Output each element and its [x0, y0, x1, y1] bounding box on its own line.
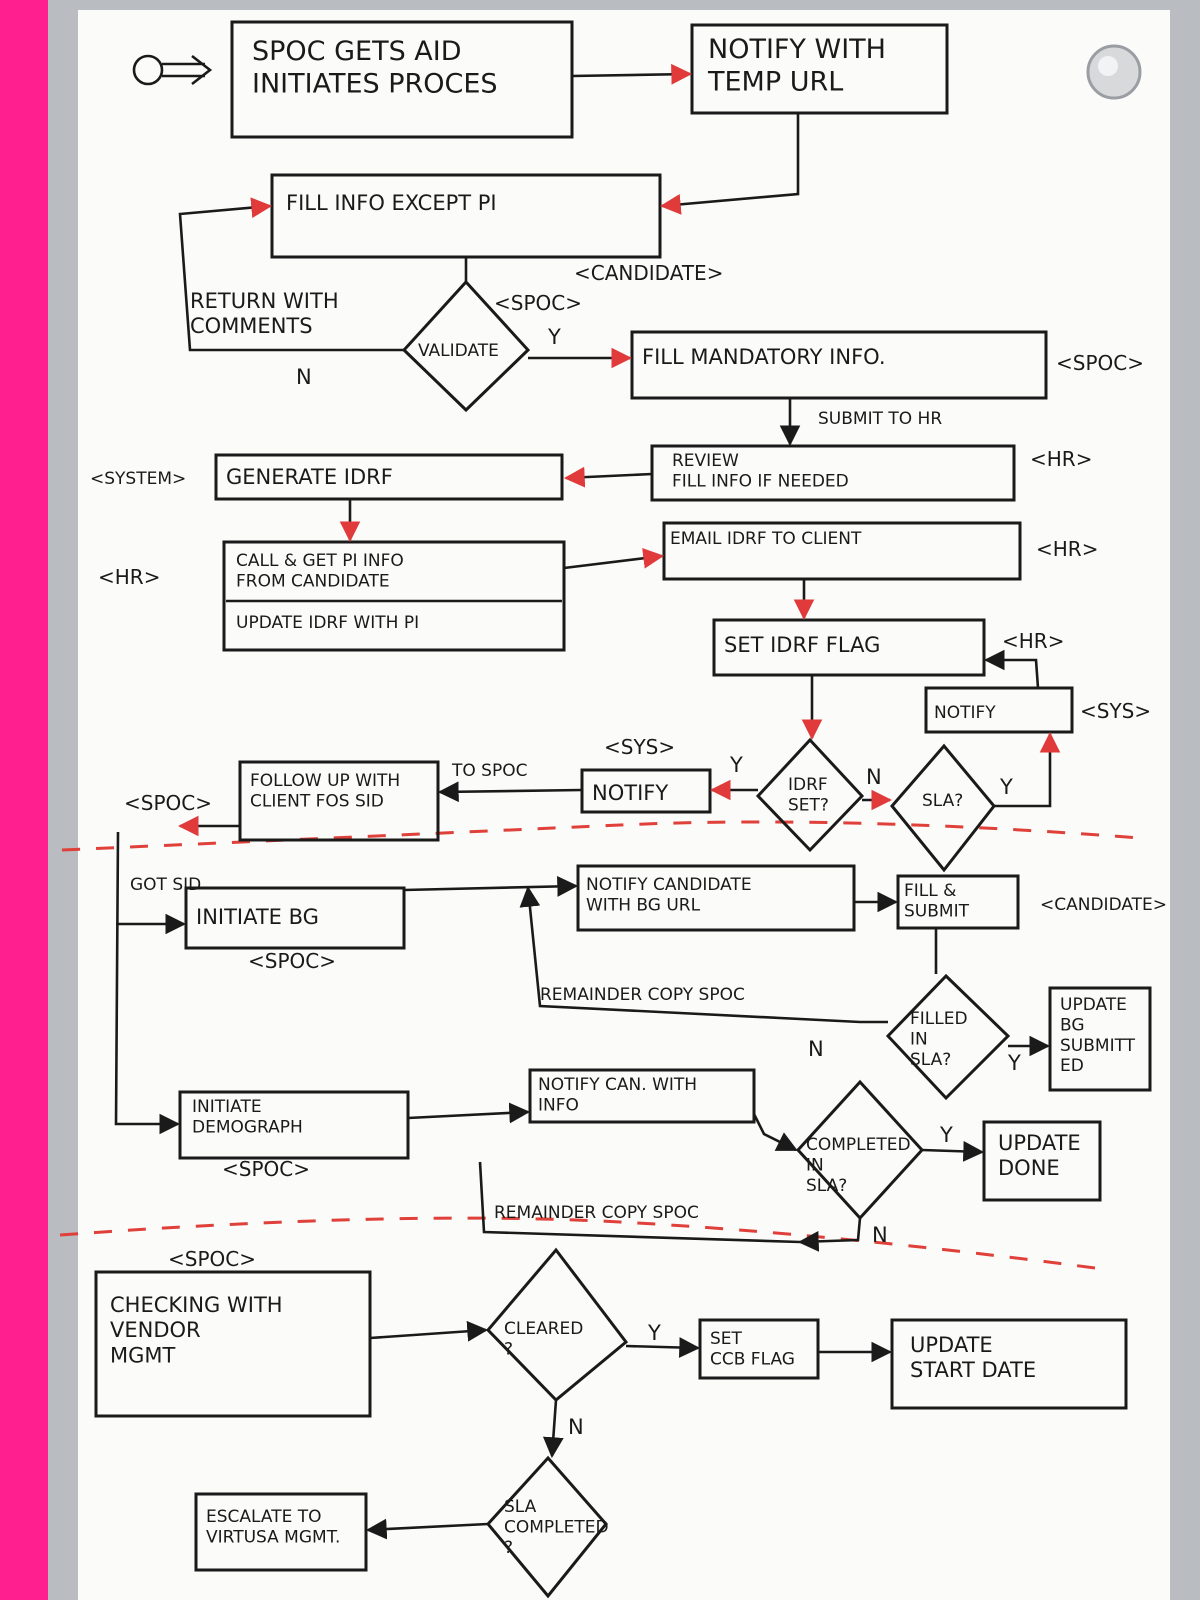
email-idrf-label: EMAIL IDRF TO CLIENT — [670, 529, 862, 549]
fill-mandatory-label: FILL MANDATORY INFO. — [642, 345, 886, 369]
remainder-demo-label: REMAINDER COPY SPOC — [494, 1203, 699, 1223]
spoc-tag-vendor: <SPOC> — [168, 1247, 256, 1271]
hr-tag-call: <HR> — [98, 565, 160, 589]
call-get-box — [222, 540, 566, 652]
set-idrf-flag-box — [712, 618, 986, 677]
y-idrf-label: Y — [729, 753, 743, 777]
notify-sys-right-label: NOTIFY — [934, 703, 996, 723]
candidate-tag-bg: <CANDIDATE> — [1040, 895, 1167, 915]
n-filled-label: N — [808, 1037, 824, 1061]
generate-idrf-label: GENERATE IDRF — [226, 465, 393, 489]
sla-label: SLA? — [922, 791, 963, 811]
start-box — [230, 20, 574, 139]
update-idrf-label: UPDATE IDRF WITH PI — [236, 613, 419, 633]
y-validate-label: Y — [547, 325, 561, 349]
hr-tag-email: <HR> — [1036, 537, 1098, 561]
fill-submit-label: FILL &SUBMIT — [904, 881, 970, 921]
n-cleared-label: N — [568, 1415, 584, 1439]
fill-info-label: FILL INFO EXCEPT PI — [286, 191, 497, 215]
y-cleared-label: Y — [647, 1321, 661, 1345]
remainder-bg-label: REMAINDER COPY SPOC — [540, 985, 745, 1005]
cleared-label: CLEARED? — [504, 1319, 583, 1359]
checking-vendor-box — [94, 1270, 372, 1418]
n-validate-label: N — [296, 365, 312, 389]
spoc-tag-demo: <SPOC> — [222, 1157, 310, 1181]
to-spoc-label: TO SPOC — [451, 761, 527, 781]
y-completed-label: Y — [939, 1123, 953, 1147]
validate-label: VALIDATE — [418, 341, 499, 361]
filled-sla-diamond — [885, 973, 1011, 1101]
spoc-tag-validate: <SPOC> — [494, 291, 582, 315]
spoc-tag-follow: <SPOC> — [124, 791, 212, 815]
candidate-tag: <CANDIDATE> — [574, 261, 723, 285]
sla-completed-diamond — [486, 1455, 608, 1599]
y-sla-label: Y — [999, 775, 1013, 799]
separator-line-2 — [59, 1216, 1111, 1272]
magnet-highlight — [1098, 56, 1118, 76]
hr-tag-review: <HR> — [1030, 447, 1092, 471]
connectors — [114, 63, 1061, 1540]
y-filled-label: Y — [1007, 1051, 1021, 1075]
notify-left-label: NOTIFY — [592, 781, 668, 805]
generate-idrf-box — [214, 453, 564, 501]
n-completed-label: N — [872, 1223, 888, 1247]
review-box — [650, 444, 1016, 502]
spoc-tag-bg: <SPOC> — [248, 949, 336, 973]
sla-diamond — [890, 743, 996, 873]
update-start-box — [890, 1318, 1128, 1410]
separator-line-1 — [61, 820, 1141, 852]
sys-tag-right: <SYS> — [1080, 699, 1151, 723]
initiate-bg-label: INITIATE BG — [196, 905, 319, 929]
start-key-icon — [132, 54, 213, 86]
idrf-set-diamond — [755, 737, 865, 853]
submit-hr-label: SUBMIT TO HR — [818, 409, 942, 429]
notify-candidate-bg-box — [576, 864, 856, 932]
notify-can-info-box — [528, 1068, 756, 1124]
hr-tag-flag: <HR> — [1002, 629, 1064, 653]
board-surface — [78, 10, 1170, 1600]
validate-diamond — [401, 279, 531, 413]
got-sid-label: GOT SID — [130, 875, 201, 895]
sys-tag-left: <SYS> — [604, 735, 675, 759]
system-tag: <SYSTEM> — [90, 469, 186, 489]
notify-sys-right-box — [924, 686, 1074, 734]
spoc-tag-mandatory: <SPOC> — [1056, 351, 1144, 375]
set-idrf-flag-label: SET IDRF FLAG — [724, 633, 880, 657]
n-idrf-label: N — [866, 765, 882, 789]
